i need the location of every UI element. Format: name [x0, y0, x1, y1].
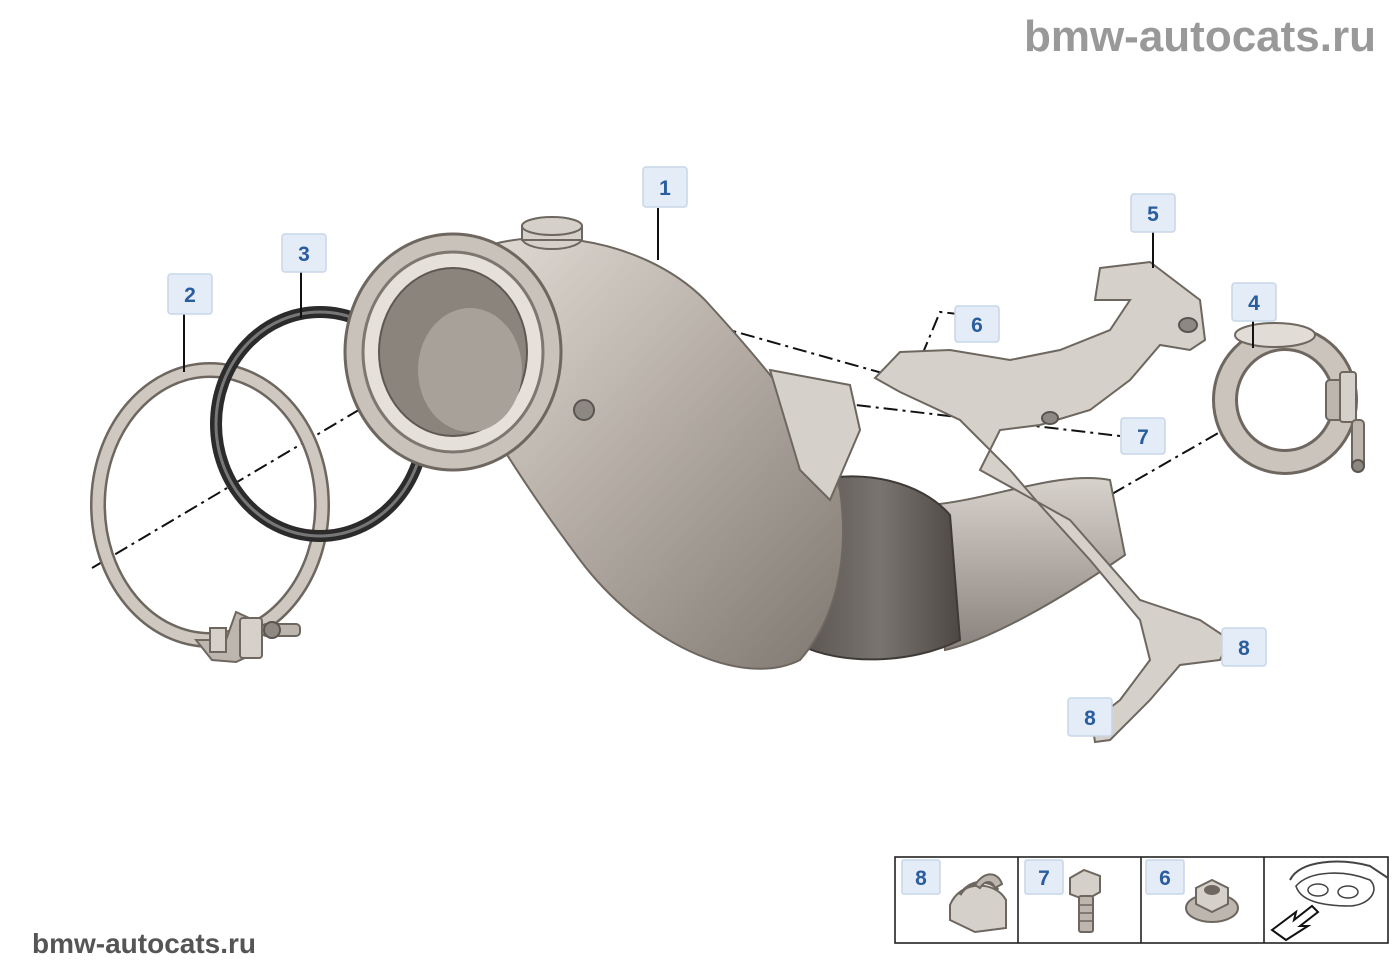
- leader-lines: [183, 208, 1254, 372]
- callout-4: 4: [1231, 282, 1277, 322]
- callout-8b: 8: [1067, 697, 1113, 737]
- callout-5: 5: [1130, 193, 1176, 233]
- callout-8a: 8: [1221, 627, 1267, 667]
- legend-item-8-label: 8: [915, 867, 927, 890]
- callout-3: 3: [281, 233, 327, 273]
- callout-5-label: 5: [1147, 203, 1159, 226]
- flange-nut-icon: [1185, 878, 1239, 923]
- callout-8a-label: 8: [1238, 637, 1250, 660]
- vehicle-location-icon: [1270, 860, 1389, 942]
- callout-7: 7: [1120, 417, 1166, 455]
- support-bracket: [873, 260, 1232, 744]
- callout-7-label: 7: [1137, 426, 1149, 449]
- callout-2-label: 2: [184, 284, 196, 307]
- callout-6-label: 6: [971, 314, 983, 337]
- callout-1-label: 1: [659, 177, 671, 200]
- legend-item-7: 7: [1024, 859, 1064, 895]
- callout-6: 6: [954, 305, 1000, 343]
- hex-bolt-icon: [1069, 868, 1101, 933]
- parts-legend: 8 7 6: [894, 856, 1389, 944]
- legend-item-7-label: 7: [1038, 867, 1050, 890]
- exhaust-clamp: [1212, 322, 1365, 475]
- legend-item-6: 6: [1145, 859, 1185, 895]
- legend-item-8: 8: [901, 859, 941, 895]
- legend-item-6-label: 6: [1159, 867, 1171, 890]
- callout-2: 2: [167, 273, 213, 315]
- v-band-clamp: [90, 362, 330, 664]
- catalytic-converter: [343, 216, 1127, 670]
- callout-4-label: 4: [1248, 292, 1260, 315]
- callout-1: 1: [642, 166, 688, 208]
- callout-8b-label: 8: [1084, 707, 1096, 730]
- clip-nut-icon: [949, 873, 1007, 934]
- watermark-bottom: bmw-autocats.ru: [32, 928, 257, 959]
- callout-3-label: 3: [298, 243, 310, 266]
- watermark-top: bmw-autocats.ru: [1023, 12, 1376, 61]
